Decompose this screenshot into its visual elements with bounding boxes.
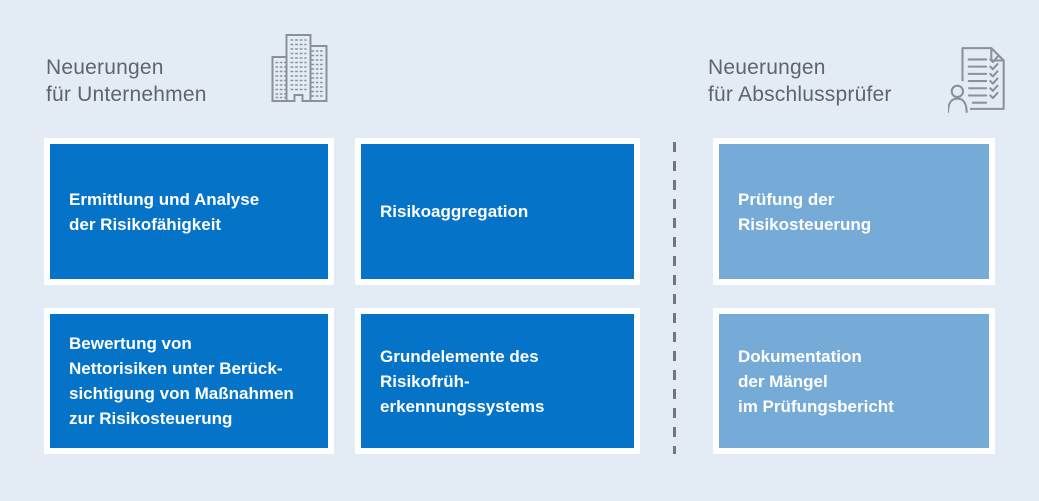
auditor-box-label: Prüfung der Risikosteuerung bbox=[738, 189, 872, 234]
audit-checklist-icon bbox=[948, 44, 1012, 114]
company-box-grundelemente: Grundelemente des Risikofrüh- erkennungs… bbox=[355, 308, 640, 454]
company-box-label: Bewertung von Nettorisiken unter Berück-… bbox=[69, 334, 294, 428]
company-box-label: Ermittlung und Analyse der Risikofähigke… bbox=[69, 189, 260, 234]
company-box-label: Risikoaggregation bbox=[380, 202, 529, 221]
buildings-icon bbox=[271, 34, 328, 102]
auditor-box-label: Dokumentation der Mängel im Prüfungsberi… bbox=[738, 346, 894, 416]
company-section-title: Neuerungen für Unternehmen bbox=[46, 56, 207, 106]
company-box-risikoaggregation: Risikoaggregation bbox=[355, 138, 640, 285]
section-divider bbox=[673, 142, 676, 454]
auditor-section-title: Neuerungen für Abschlussprüfer bbox=[708, 56, 892, 106]
company-box-label: Grundelemente des Risikofrüh- erkennungs… bbox=[380, 346, 545, 416]
auditor-box-pruefung: Prüfung der Risikosteuerung bbox=[713, 138, 995, 285]
company-box-risikofaehigkeit: Ermittlung und Analyse der Risikofähigke… bbox=[44, 138, 334, 285]
company-box-nettorisiken: Bewertung von Nettorisiken unter Berück-… bbox=[44, 308, 334, 454]
auditor-box-dokumentation: Dokumentation der Mängel im Prüfungsberi… bbox=[713, 308, 995, 454]
